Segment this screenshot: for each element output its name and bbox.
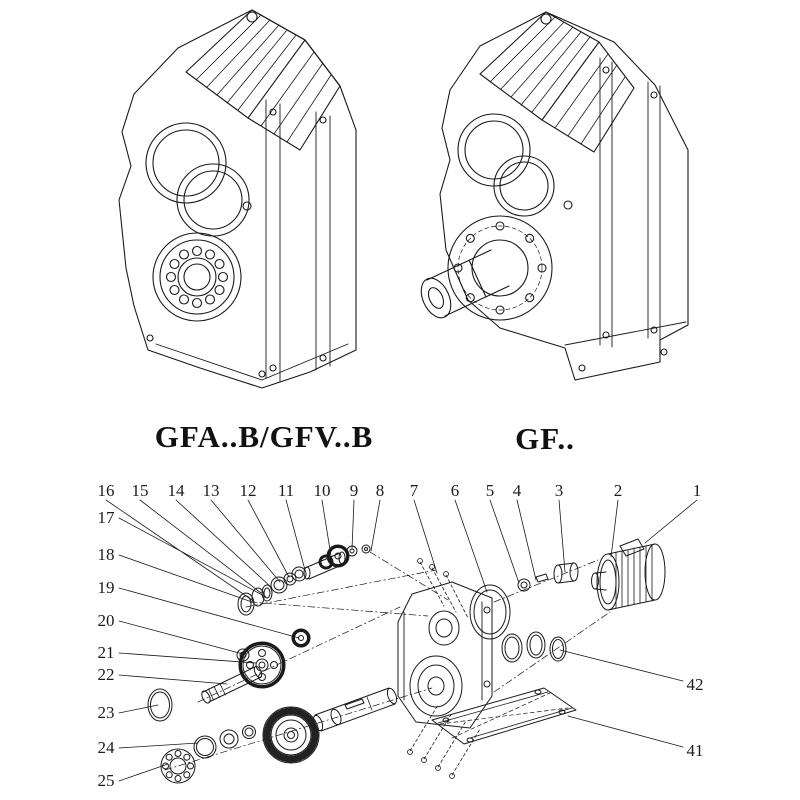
- intermediate-gear-parts: [147, 628, 311, 722]
- keyway: [344, 698, 365, 710]
- callout-21: 21: [97, 643, 115, 662]
- large-seal-ring: [147, 688, 173, 722]
- construction-axis-lines: [164, 551, 611, 771]
- callout-42: 42: [686, 675, 704, 694]
- exploded-view: [105, 499, 698, 784]
- input-bore: [145, 122, 227, 204]
- callout-4: 4: [512, 481, 522, 500]
- callout-22: 22: [97, 665, 115, 684]
- callout-3: 3: [554, 481, 564, 500]
- callout-1: 1: [692, 481, 702, 500]
- housing-outline: [439, 11, 689, 381]
- mounting-plate: [431, 687, 577, 745]
- cooling-ribs: [195, 14, 297, 111]
- callout-9: 9: [349, 481, 359, 500]
- callout-15: 15: [131, 481, 149, 500]
- callout-41: 41: [686, 741, 704, 760]
- side-panel-strips: [599, 57, 661, 348]
- callout-6: 6: [450, 481, 460, 500]
- input-shaft-parts: [237, 544, 371, 616]
- callout-13: 13: [202, 481, 220, 500]
- gear-housing: [397, 581, 493, 729]
- callout-10: 10: [313, 481, 331, 500]
- intermediate-gear: [238, 641, 286, 689]
- housing-output-bore: [409, 655, 463, 717]
- model-label-gf: GF..: [515, 421, 575, 456]
- input-bore: [457, 113, 531, 187]
- output-ball-bearing: [160, 748, 196, 784]
- callout-16: 16: [97, 481, 115, 500]
- callout-17: 17: [97, 508, 115, 527]
- side-panel-strips: [265, 99, 331, 382]
- output-gear: [262, 706, 320, 764]
- callout-12: 12: [239, 481, 257, 500]
- callout-11: 11: [277, 481, 295, 500]
- shaft-key: [535, 573, 549, 583]
- second-bore: [176, 163, 250, 237]
- callout-7: 7: [409, 481, 419, 500]
- fastener-screws: [407, 558, 481, 779]
- flange-rings: [469, 584, 567, 663]
- output-flange: [447, 215, 553, 321]
- callout-19: 19: [97, 578, 115, 597]
- input-bearing: [270, 576, 288, 594]
- intermediate-pinion: [291, 628, 311, 648]
- housing-outline: [118, 9, 357, 389]
- leader-lines: [105, 499, 698, 782]
- small-bearing: [517, 578, 531, 592]
- output-hollow-shaft-bearing: [152, 232, 242, 322]
- adapter-gasket: [469, 584, 511, 640]
- output-shaft-parts: [160, 687, 398, 784]
- output-shaft: [312, 687, 398, 732]
- motor-pinion-coupling: [553, 562, 579, 584]
- gearbox-isometric-gf: [420, 11, 689, 381]
- callout-20: 20: [97, 611, 115, 630]
- motor-assembly: [517, 538, 666, 611]
- cooling-ribs: [489, 16, 591, 113]
- callout-23: 23: [97, 703, 115, 722]
- input-gear: [326, 544, 350, 568]
- callout-24: 24: [97, 738, 115, 757]
- callout-5: 5: [485, 481, 495, 500]
- retaining-ring: [193, 735, 217, 759]
- callout-18: 18: [97, 545, 115, 564]
- callout-2: 2: [613, 481, 623, 500]
- callout-25: 25: [97, 771, 115, 790]
- motor-fins: [615, 544, 653, 609]
- model-label-gfab: GFA..B/GFV..B: [154, 419, 374, 454]
- output-solid-shaft: [420, 249, 510, 319]
- intermediate-shaft: [201, 665, 263, 704]
- callout-8: 8: [375, 481, 385, 500]
- gearbox-isometric-gfab: [118, 9, 357, 389]
- callout-14: 14: [167, 481, 185, 500]
